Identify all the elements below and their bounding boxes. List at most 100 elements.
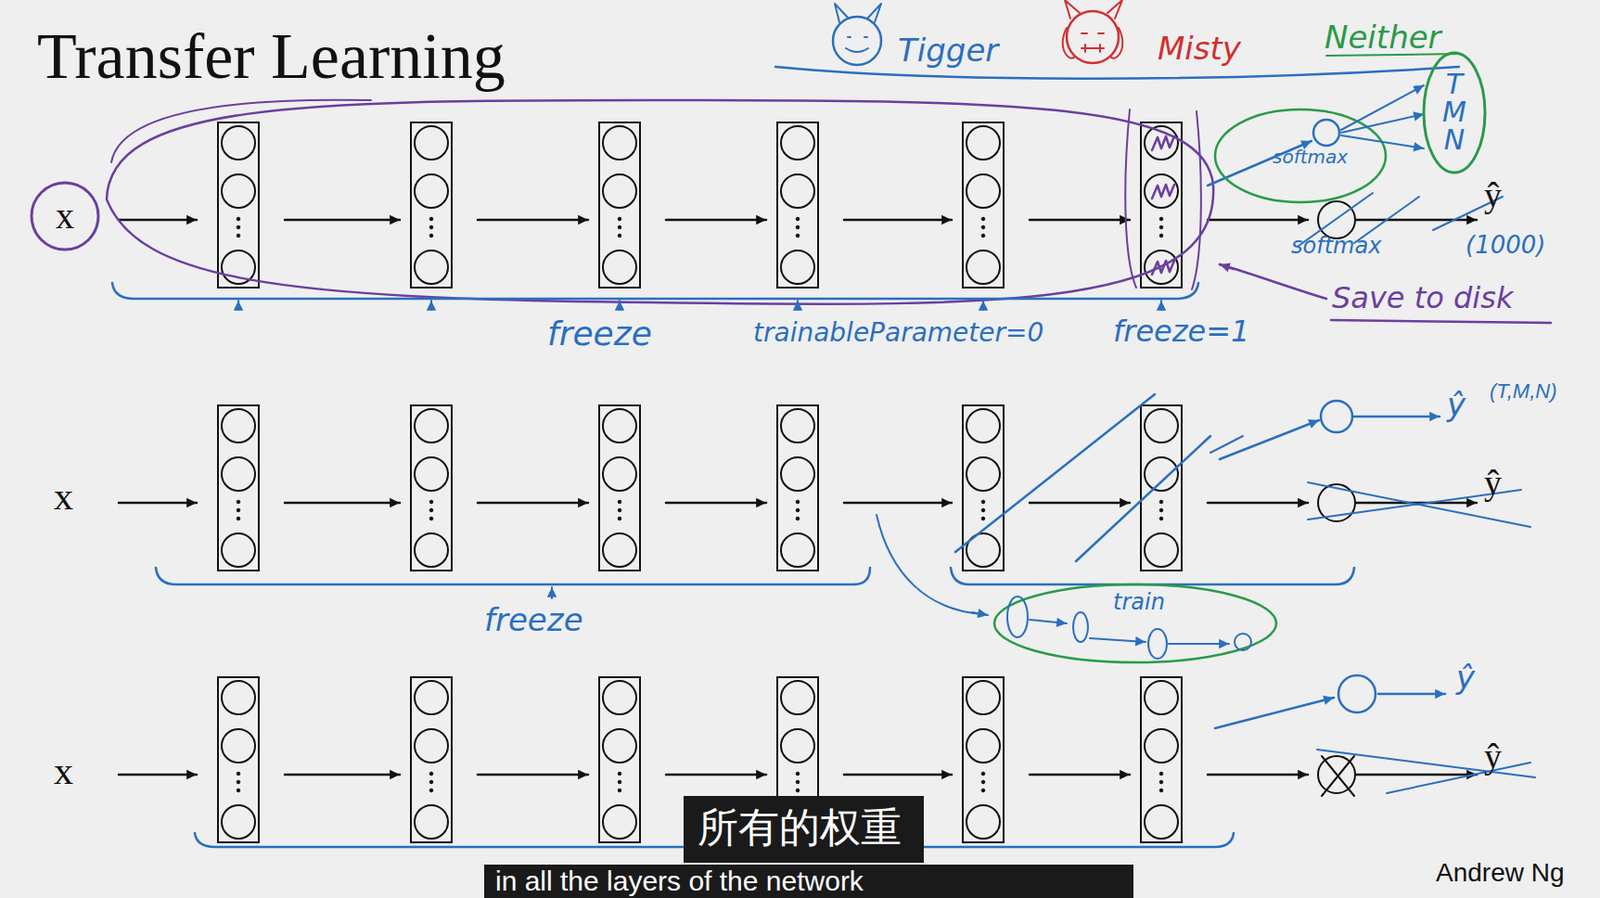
ellipsis-dot [429, 499, 434, 504]
neuron [966, 729, 1000, 763]
arrow-line [477, 218, 589, 222]
arrowhead [755, 215, 767, 225]
ellipsis-dot [429, 233, 434, 238]
arrowhead [577, 769, 589, 780]
arrowhead [1307, 419, 1319, 429]
neuron [602, 250, 637, 284]
layer-box [410, 122, 452, 288]
ellipsis-dot [617, 499, 622, 504]
ellipsis-dot [795, 217, 800, 221]
neuron [966, 126, 1000, 160]
arrowhead [1297, 215, 1308, 225]
green-ellipse [994, 584, 1277, 663]
neuron [414, 680, 448, 715]
purple-enclosure [111, 100, 372, 163]
arrowhead [755, 498, 767, 508]
node-text: N [1444, 126, 1465, 154]
ellipsis-dot [236, 771, 241, 776]
ellipsis-dot [795, 788, 800, 793]
arrow-line [284, 501, 400, 505]
neuron [602, 126, 637, 160]
misty-face [1066, 11, 1119, 64]
neuron [602, 174, 637, 208]
tigger-face [834, 3, 882, 52]
annotation-label: ŷ [1484, 176, 1502, 216]
ellipsis-dot [795, 233, 800, 238]
ellipsis-dot [429, 771, 434, 776]
arrowhead [1413, 141, 1424, 152]
brace [155, 567, 871, 585]
ellipsis-dot [617, 771, 622, 776]
layer-box [217, 677, 259, 843]
annotation-label: softmax [1272, 146, 1348, 167]
class-ellipse: TMN [1421, 51, 1487, 175]
ellipsis-dot [617, 508, 622, 512]
ellipsis-dot [1159, 225, 1164, 230]
annotation-label: ŷ [1456, 660, 1475, 695]
layer-box [962, 405, 1004, 571]
neuron [414, 457, 448, 491]
neuron [414, 533, 448, 567]
layer-box [599, 677, 640, 843]
input-circle: x [29, 180, 101, 252]
neuron [780, 729, 815, 763]
arrowhead [1412, 111, 1424, 121]
neuron [966, 457, 1000, 491]
arrowhead [755, 769, 767, 780]
neuron [414, 805, 448, 839]
misty-face [1062, 0, 1123, 59]
arrow-line [1029, 501, 1130, 505]
arrowhead [1322, 695, 1334, 705]
arrow-line [1029, 218, 1130, 222]
underline [775, 66, 1460, 79]
new-output-unit [1338, 675, 1376, 713]
ellipsis-dot [236, 233, 241, 238]
ellipsis-dot [617, 788, 622, 793]
ellipsis-dot [1159, 780, 1164, 784]
ellipsis-dot [236, 516, 241, 521]
arrow-line [118, 773, 197, 777]
annotation-label: Tigger [897, 33, 999, 68]
ellipsis-dot [795, 780, 800, 784]
arrowhead [186, 498, 197, 508]
ellipsis-dot [236, 225, 241, 230]
arrow-line [665, 773, 767, 777]
ellipsis-dot [981, 771, 986, 776]
layer-box [962, 122, 1004, 288]
ellipsis-dot [1159, 516, 1164, 521]
layer-box [1140, 122, 1182, 288]
new-softmax-unit [1320, 400, 1353, 433]
arrow-line [1029, 773, 1130, 777]
neuron [1144, 680, 1178, 715]
ellipsis-dot [617, 780, 622, 784]
neuron [966, 805, 1000, 839]
annotation-label: trainableParameter=0 [753, 319, 1044, 348]
neuron [1144, 174, 1178, 208]
ellipsis-dot [429, 516, 434, 521]
neuron [1144, 805, 1178, 839]
neuron [1144, 457, 1178, 491]
annotation-label: Neither [1324, 20, 1442, 55]
annotation-label: softmax [1291, 233, 1382, 258]
arrow-line [1356, 218, 1477, 222]
neuron [1144, 409, 1178, 443]
ellipsis-dot [795, 499, 800, 504]
arrow-line [1354, 415, 1440, 419]
slide-title: Transfer Learning [37, 20, 506, 92]
ellipsis-dot [236, 788, 241, 793]
ellipsis-dot [1159, 788, 1164, 793]
subtitle-box [484, 864, 1134, 898]
annotation-label: freeze [484, 602, 584, 638]
arrow-line [1207, 501, 1308, 505]
ellipsis-dot [1159, 508, 1164, 512]
annotation-label: Andrew Ng [1435, 858, 1565, 888]
arrow-line [1356, 773, 1477, 777]
neuron [414, 250, 448, 284]
annotation-label: (1000) [1465, 231, 1546, 259]
neuron [1144, 533, 1178, 567]
hatched-neuron [1152, 260, 1175, 275]
arrowhead [426, 300, 436, 311]
strike-line [1321, 755, 1355, 796]
annotation-label: in all the layers of the network [495, 865, 864, 896]
